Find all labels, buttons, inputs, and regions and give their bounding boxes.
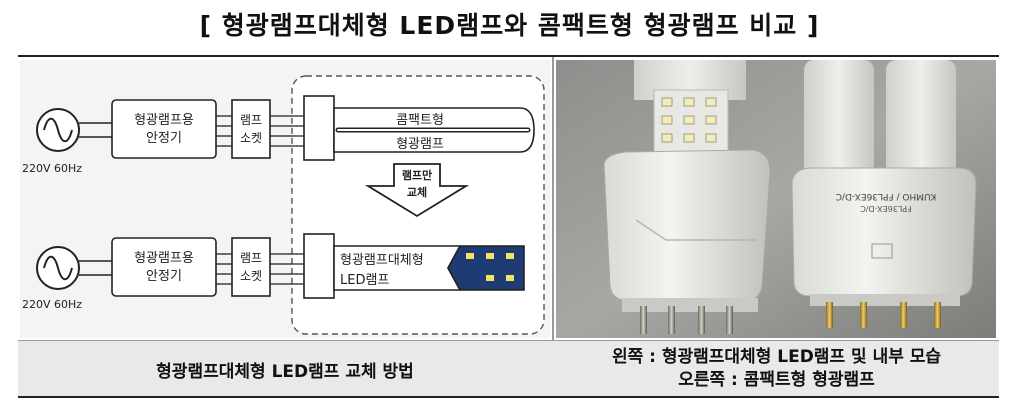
voltage-label: 220V 60Hz [22, 162, 82, 175]
lamp-label-line2: 형광램프 [396, 137, 444, 152]
led-chip [486, 275, 494, 281]
replace-arrow: 램프만 교체 [364, 163, 470, 218]
top-circuit: 220V 60Hz 형광램프용 안정기 램프 소켓 콤팩트형 형광램프 [22, 95, 535, 175]
led-chip [506, 275, 514, 281]
led-lamp-base [603, 149, 771, 301]
page-title: [ 형광램프대체형 LED램프와 콤팩트형 형광램프 비교 ] [199, 11, 820, 40]
arrow-label-line1: 램프만 [402, 168, 432, 182]
ballast-label-line2: 안정기 [146, 269, 182, 284]
ballast-label-line2: 안정기 [146, 131, 182, 146]
lamp-base-box [303, 95, 335, 161]
down-arrow-icon [364, 163, 470, 218]
socket-label-line1: 램프 [240, 251, 262, 265]
bottom-rule [18, 396, 999, 398]
top-rule [18, 55, 999, 57]
led-chip [506, 253, 514, 259]
left-caption: 형광램프대체형 LED램프 교체 방법 [156, 361, 414, 382]
cfl-base [791, 167, 977, 297]
ballast-box [111, 237, 217, 297]
compact-fluorescent-photo: KUMHO / FPL36EX-D/C FPL36EX-D/C [791, 60, 977, 328]
lamp-comparison-photo: KUMHO / FPL36EX-D/C FPL36EX-D/C [556, 60, 996, 338]
lamp-socket-box [231, 237, 271, 297]
arrow-label-line2: 교체 [407, 185, 427, 199]
lamp-label-line2: LED램프 [340, 273, 389, 288]
lamp-base-box [303, 233, 335, 299]
ballast-label-line1: 형광램프용 [134, 251, 194, 266]
lamp-label-line1: 콤팩트형 [396, 113, 444, 128]
led-chip [466, 253, 474, 259]
led-chip [486, 253, 494, 259]
lamp-socket-box [231, 99, 271, 159]
bottom-circuit: 220V 60Hz 형광램프용 안정기 램프 소켓 형광램프대체형 LED램프 [22, 233, 525, 311]
lamp-label-line1: 형광램프대체형 [340, 253, 424, 268]
right-caption-line2: 오른쪽 : 콤팩트형 형광램프 [678, 370, 875, 390]
socket-label-line2: 소켓 [240, 269, 262, 283]
column-divider [552, 57, 554, 396]
led-lamp-photo [603, 60, 771, 334]
caption-row: 형광램프대체형 LED램프 교체 방법 왼쪽 : 형광램프대체형 LED램프 및… [18, 340, 999, 397]
socket-label-line1: 램프 [240, 113, 262, 127]
right-caption-line1: 왼쪽 : 형광램프대체형 LED램프 및 내부 모습 [611, 347, 942, 367]
led-board [447, 245, 525, 291]
sine-wave-icon [43, 255, 73, 281]
replacement-diagram: 220V 60Hz 형광램프용 안정기 램프 소켓 콤팩트형 형광램프 램프만 … [20, 60, 550, 338]
cfl-print-line1: KUMHO / FPL36EX-D/C [836, 191, 937, 201]
ballast-box [111, 99, 217, 159]
ballast-label-line1: 형광램프용 [134, 113, 194, 128]
socket-label-line2: 소켓 [240, 131, 262, 145]
voltage-label: 220V 60Hz [22, 298, 82, 311]
sine-wave-icon [43, 117, 73, 143]
cfl-print-line2: FPL36EX-D/C [860, 204, 912, 213]
right-caption: 왼쪽 : 형광램프대체형 LED램프 및 내부 모습 오른쪽 : 콤팩트형 형광… [554, 341, 999, 397]
